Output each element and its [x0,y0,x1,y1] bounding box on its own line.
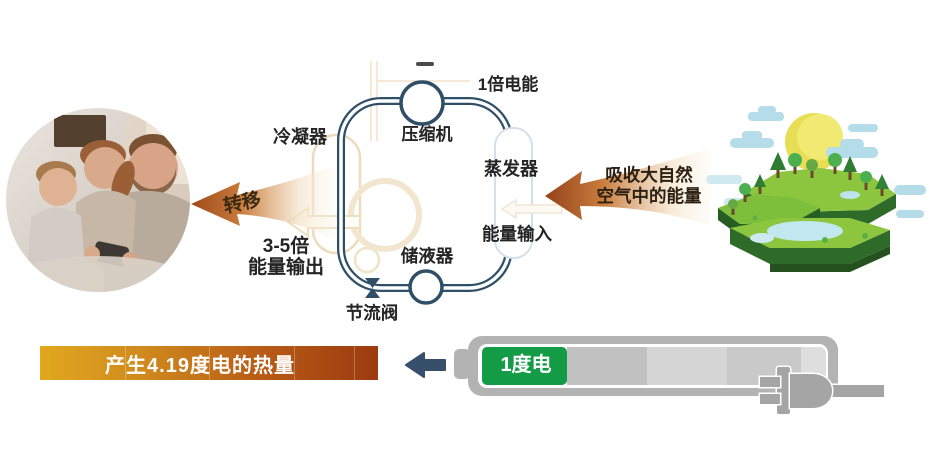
receiver-label: 储液器 [400,246,454,266]
bar-divider [209,346,210,380]
energy-output-text: 能量输出 [247,257,324,278]
bar-divider [124,346,126,380]
condenser-label: 冷凝器 [273,127,327,147]
island [718,168,896,272]
pond [767,221,843,241]
bar-divider [354,346,356,380]
plug-icon [758,365,886,416]
evaporator-label: 蒸发器 [484,159,538,179]
battery-charge-label: 1度电 [500,354,552,376]
nature-illustration [706,106,926,272]
throttle-valve-symbol [365,278,380,298]
absorb-energy-label: 吸收大自然 空气中的能量 [575,165,723,206]
energy-input-label: 能量输入 [482,224,552,244]
family-photo-scene [6,108,190,292]
child-head [39,168,77,206]
battery [454,336,886,416]
clouds [706,106,926,218]
absorb-line2: 空气中的能量 [596,185,702,206]
flow-arrow-icon [405,352,446,378]
heat-output-bar: 产生4.19度电的热量 [40,346,378,380]
bar-divider [293,346,295,380]
faint-input-arrow-icon [500,198,563,220]
battery-terminal [454,349,470,379]
receiver-symbol [408,269,444,305]
heat-output-text: 产生4.19度电的热量 [105,354,295,377]
mother-body [76,190,136,263]
transfer-arrow-icon [191,165,335,240]
trees [728,152,889,243]
evaporator-vessel [494,127,533,259]
battery-green-segment [482,347,567,385]
compressor-symbol [399,80,445,126]
electric-input-label: 1倍电能 [477,75,539,94]
family-photo [6,108,190,292]
absorb-arrow-icon [545,148,710,226]
throttle-valve-label: 节流阀 [345,303,399,323]
compressor-label: 压缩机 [401,125,453,144]
absorb-line1: 吸收大自然 [605,165,693,185]
energy-output-multiple: 3-5倍 [262,236,310,257]
father-head [128,143,178,193]
energy-output-label: 3-5倍 能量输出 [228,236,344,278]
